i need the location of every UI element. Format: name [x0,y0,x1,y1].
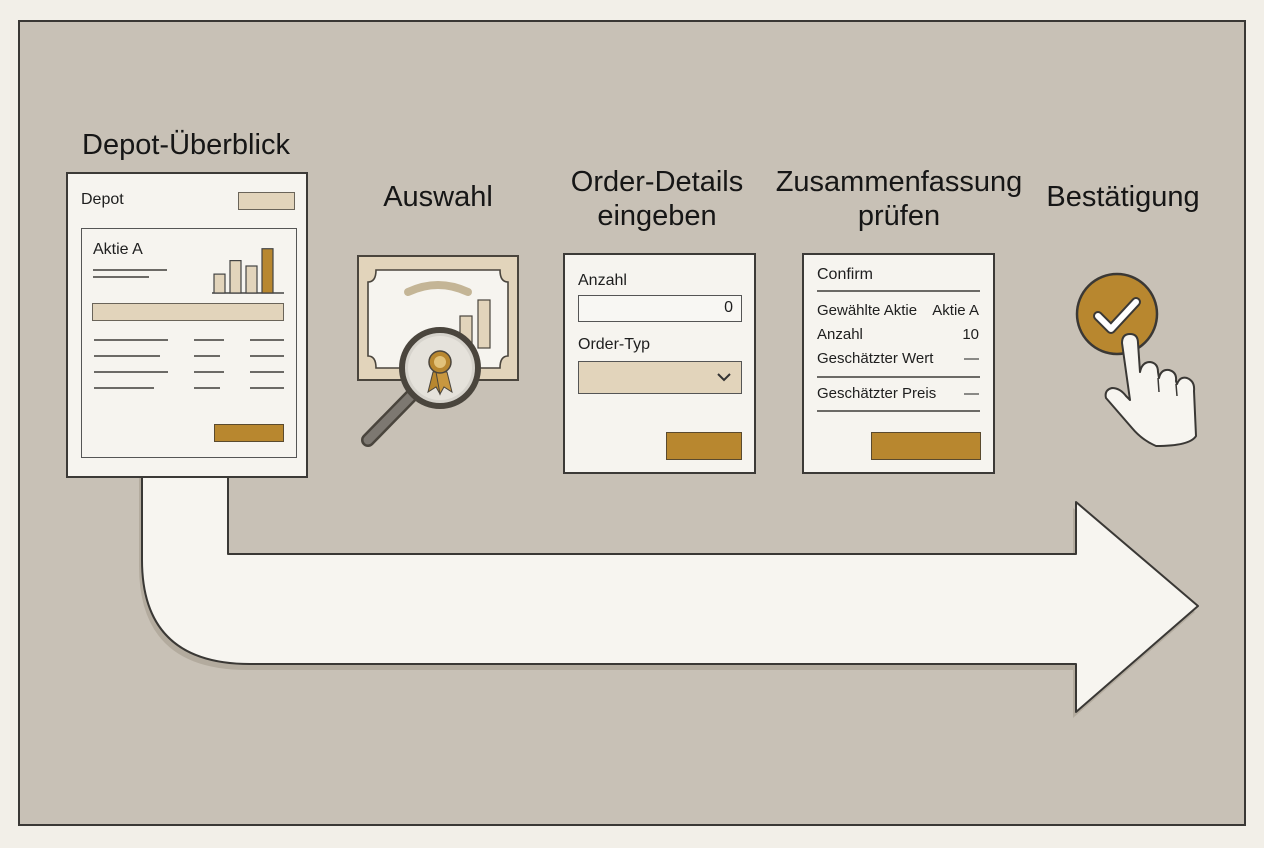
summary-divider [817,290,980,292]
step-title-summary-line1: Zusammenfassung [775,166,1023,198]
summary-divider [817,410,980,412]
mini-chart-bar [245,265,258,294]
stock-name: Aktie A [93,241,143,258]
step-title-confirmation: Bestätigung [1046,181,1200,213]
order-type-select[interactable] [578,361,742,394]
pointing-hand-icon [1104,333,1197,447]
mini-chart-bar [229,260,242,294]
quantity-value: 0 [724,299,733,316]
stock-subline-2 [93,276,149,278]
summary-row-value: — [964,385,979,402]
quantity-input[interactable]: 0 [578,295,742,322]
step-title-order-line1: Order-Details [570,166,744,198]
stock-subline [93,269,167,271]
summary-title: Confirm [817,266,874,283]
table-line [250,387,284,389]
step-title-order-line2: eingeben [597,200,717,232]
depot-header-button[interactable] [238,192,295,210]
order-details-card: Anzahl 0 Order-Typ [563,253,756,474]
summary-card: Confirm Gewählte Aktie Aktie A Anzahl 10… [802,253,995,474]
order-next-button[interactable] [666,432,742,460]
table-line [94,371,168,373]
table-line [94,339,168,341]
order-type-label: Order-Typ [578,336,651,353]
summary-divider [817,376,980,378]
mini-chart-bar [213,273,226,294]
step-title-order-details: Order-Details eingeben [552,165,762,233]
summary-row-label: Geschätzter Preis [817,385,937,402]
stock-highlight-bar [92,303,284,321]
summary-row-label: Geschätzter Wert [817,350,934,367]
table-line [250,371,284,373]
summary-row-label: Gewählte Aktie [817,302,918,319]
step-title-summary: Zusammenfassung prüfen [768,165,1030,233]
table-line [194,355,220,357]
summary-row-value: Aktie A [932,302,979,319]
summary-row-value: — [964,350,979,367]
stock-panel: Aktie A [81,228,297,458]
quantity-label: Anzahl [578,272,627,289]
stock-mini-chart [212,248,284,294]
mini-chart-bar [261,248,274,294]
checkmark-circle-icon[interactable] [1075,272,1159,356]
table-line [94,387,154,389]
table-line [250,339,284,341]
summary-row-label: Anzahl [817,326,863,343]
table-line [94,355,160,357]
depot-header: Depot [81,191,124,208]
depot-card: Depot Aktie A [66,172,308,478]
step-title-depot: Depot-Überblick [82,129,290,161]
summary-row-value: 10 [962,326,979,343]
step-title-summary-line2: prüfen [857,200,941,232]
step-title-selection: Auswahl [383,181,493,213]
chevron-down-icon [717,373,731,382]
table-line [250,355,284,357]
table-line [194,387,220,389]
summary-confirm-button[interactable] [871,432,981,460]
depot-action-button[interactable] [214,424,284,442]
table-line [194,339,224,341]
table-line [194,371,224,373]
